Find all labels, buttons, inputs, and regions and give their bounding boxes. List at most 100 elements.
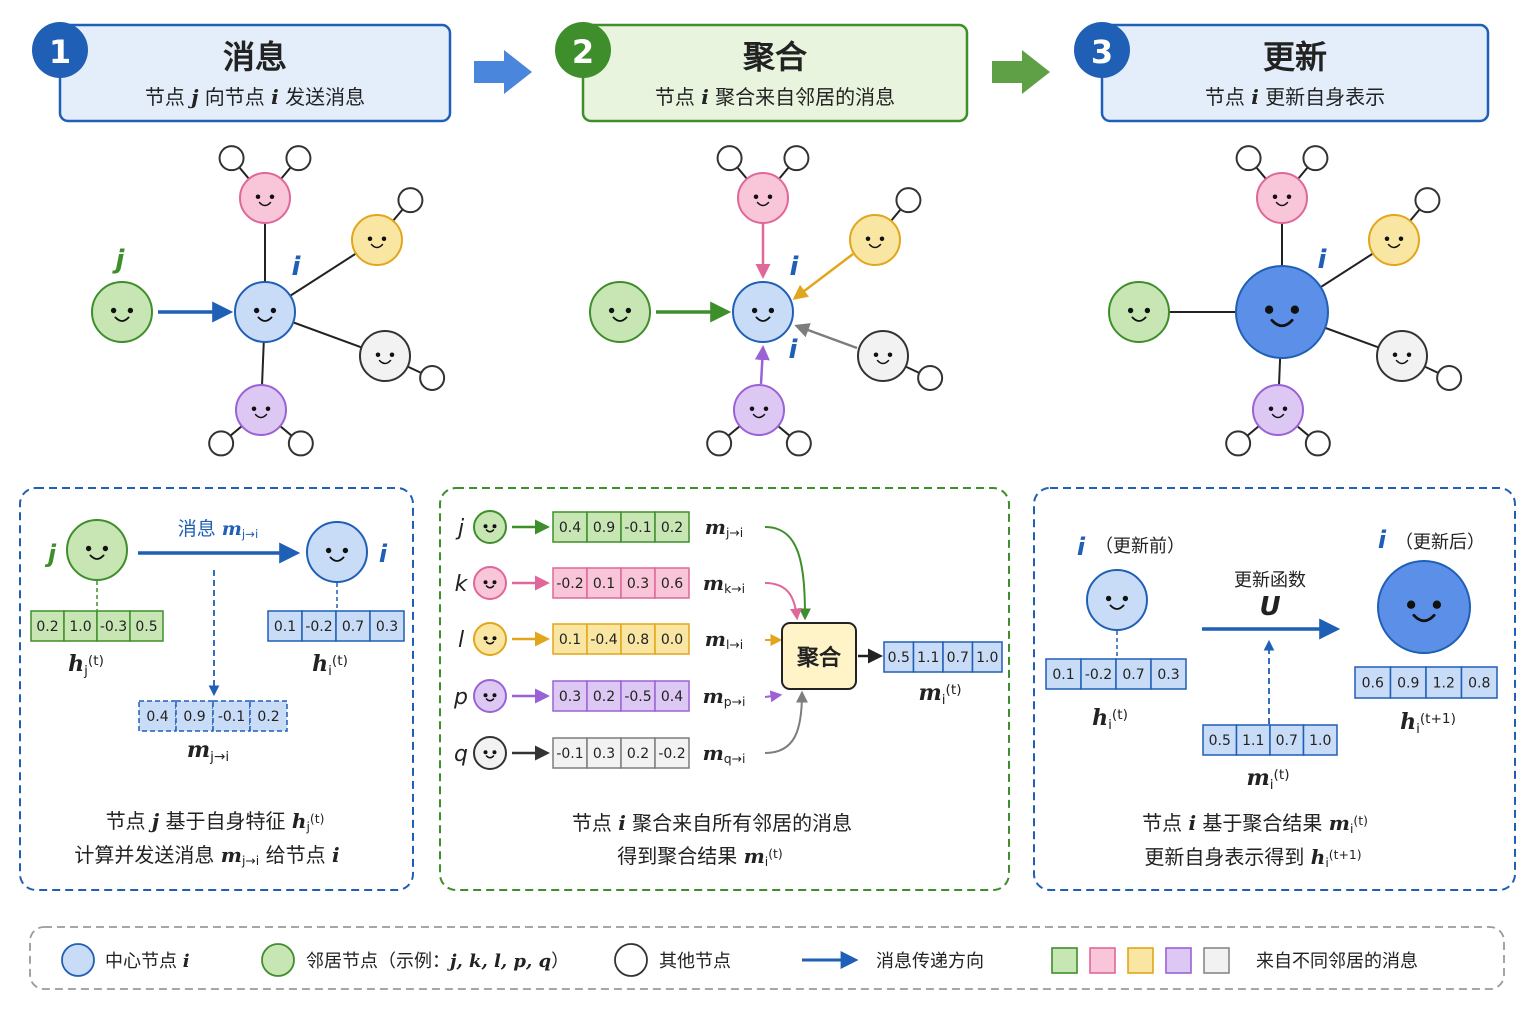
node-circle bbox=[1377, 560, 1471, 654]
center-node-i bbox=[234, 281, 296, 343]
panel2-node-l bbox=[473, 622, 507, 656]
caption-part: m bbox=[187, 737, 210, 763]
step-number-badge bbox=[32, 22, 88, 78]
vector-value: 0.4 bbox=[146, 709, 168, 725]
eye-right bbox=[492, 693, 497, 698]
vector-value: 0.3 bbox=[1157, 667, 1179, 683]
panel2-row-label-q: q bbox=[454, 742, 468, 767]
caption-part: l→i bbox=[726, 637, 743, 652]
caption-part: 节点 bbox=[1142, 811, 1188, 835]
node-circle bbox=[1368, 214, 1420, 266]
center-node-i bbox=[732, 281, 794, 343]
neighbor-node-yellow bbox=[1368, 214, 1420, 266]
caption-part: i bbox=[183, 951, 190, 972]
panel2-node-q bbox=[473, 736, 507, 770]
leaf-node bbox=[783, 145, 810, 172]
caption-part: i bbox=[1416, 721, 1420, 737]
neighbor-node-j bbox=[589, 281, 651, 343]
leaf-node bbox=[1302, 145, 1329, 172]
vector-value: 0.7 bbox=[342, 619, 364, 635]
smile bbox=[485, 585, 495, 589]
vector-value: 0.5 bbox=[888, 650, 910, 666]
vector-cell bbox=[620, 511, 656, 543]
caption-part: m bbox=[703, 684, 724, 708]
smile bbox=[1109, 604, 1125, 610]
caption-part: i bbox=[1270, 777, 1274, 793]
leaf-node bbox=[1225, 430, 1252, 457]
vector-value: 0.9 bbox=[1397, 676, 1419, 692]
neighbor-node-purple bbox=[733, 384, 785, 436]
node-circle bbox=[239, 172, 291, 224]
step-arrow-1-2 bbox=[474, 50, 532, 94]
panel2-aggregate-label: 聚合 bbox=[796, 645, 842, 671]
caption-part: h bbox=[68, 651, 84, 677]
panel1-label-hj: hj(t) bbox=[68, 651, 104, 679]
panel1-label-hi: hi(t) bbox=[312, 651, 348, 679]
step-subtitle: 节点 j 向节点 i 发送消息 bbox=[145, 85, 365, 109]
caption-part: j, k, l, p, q bbox=[447, 951, 551, 972]
panel2-msg-label-l: ml→i bbox=[705, 627, 743, 652]
smile bbox=[329, 556, 345, 562]
vector-cell bbox=[620, 737, 656, 769]
vector-value: -0.1 bbox=[624, 520, 651, 536]
smile bbox=[868, 243, 882, 249]
vector-cell bbox=[654, 511, 690, 543]
neighbor-node-j bbox=[1108, 281, 1170, 343]
node-label-i: i bbox=[790, 252, 800, 282]
panel3-label-i-before: i bbox=[1077, 533, 1086, 561]
eye-right bbox=[763, 406, 769, 411]
caption-part: 节点 bbox=[1205, 85, 1251, 109]
caption-part: (t) bbox=[1353, 813, 1368, 828]
smile bbox=[1131, 316, 1147, 322]
caption-part: i bbox=[942, 692, 946, 708]
smile bbox=[89, 554, 105, 560]
vector-cell bbox=[586, 680, 622, 712]
panel3-after-label: （更新后） bbox=[1395, 532, 1485, 553]
panel3-node-before bbox=[1086, 569, 1148, 631]
leaf-node bbox=[1414, 187, 1441, 214]
eye-right bbox=[1122, 595, 1129, 602]
eye-left bbox=[1105, 595, 1112, 602]
legend-swatch-purple bbox=[1165, 947, 1192, 974]
vector-value: -0.1 bbox=[556, 746, 583, 762]
node-circle bbox=[473, 736, 507, 770]
neighbor-node-pink bbox=[737, 172, 789, 224]
caption-part: m bbox=[703, 741, 724, 765]
eye-left bbox=[110, 307, 117, 314]
step-number: 1 bbox=[49, 33, 71, 71]
vector-value: -0.2 bbox=[556, 576, 583, 592]
caption-part: m bbox=[1329, 811, 1350, 835]
node-circle bbox=[857, 330, 909, 382]
vector-cell bbox=[30, 610, 65, 642]
eye-right bbox=[1290, 305, 1300, 314]
panel2-row-label-k: k bbox=[455, 572, 469, 597]
panel2-node-p bbox=[473, 679, 507, 713]
legend-swatch-gray bbox=[1203, 947, 1230, 974]
vector-cell bbox=[1425, 666, 1463, 699]
panel2-msg-label-k: mk→i bbox=[703, 571, 745, 596]
caption-part: m bbox=[222, 518, 242, 540]
panel2-node-j bbox=[473, 510, 507, 544]
vector-value: 1.1 bbox=[917, 650, 939, 666]
node-circle bbox=[589, 281, 651, 343]
vector-cell bbox=[620, 623, 656, 655]
vector-cell bbox=[63, 610, 98, 642]
neighbor-node-pink bbox=[1256, 172, 1308, 224]
smile bbox=[378, 359, 392, 365]
vector-cell bbox=[883, 641, 915, 673]
leaf-node bbox=[419, 364, 446, 391]
vector-value: 0.1 bbox=[1052, 667, 1074, 683]
leaf-node bbox=[397, 187, 424, 214]
eye-left bbox=[325, 547, 332, 554]
vector-cell bbox=[971, 641, 1003, 673]
step-subtitle: 节点 i 聚合来自邻居的消息 bbox=[655, 85, 895, 109]
vector-value: -0.4 bbox=[590, 632, 617, 648]
caption-part: (t) bbox=[88, 653, 104, 669]
node-circle bbox=[91, 281, 153, 343]
